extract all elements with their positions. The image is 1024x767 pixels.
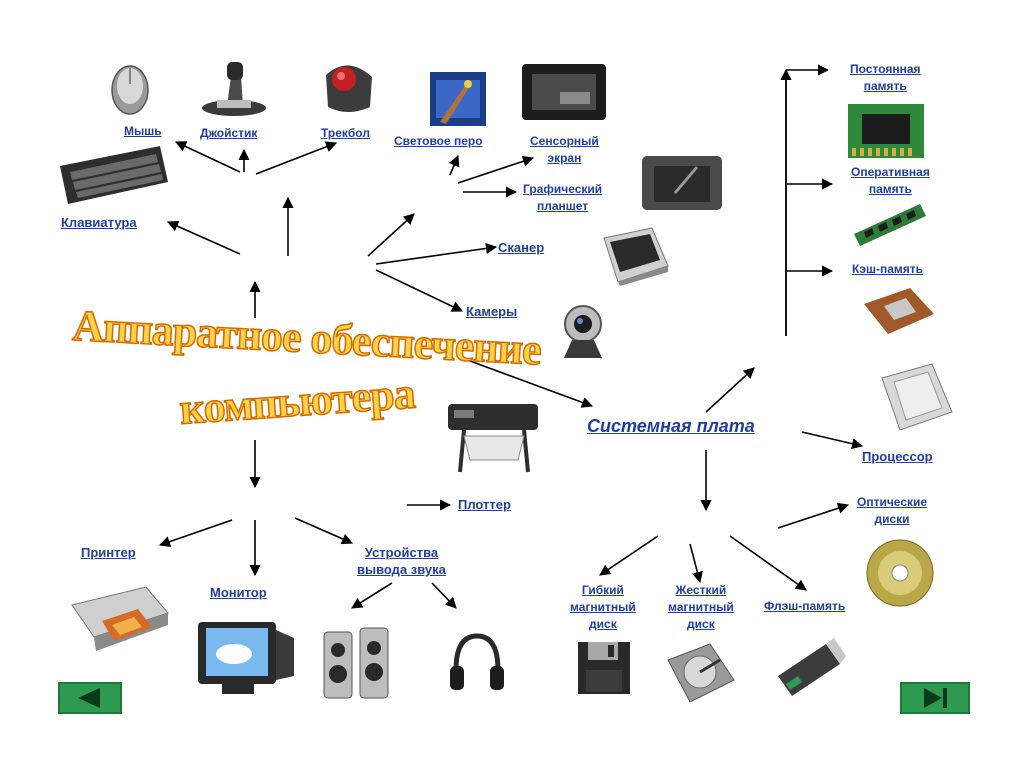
label-touch-screen-line1: Сенсорный (530, 134, 599, 148)
label-floppy-disk[interactable]: Гибкий магнитный диск (570, 582, 636, 633)
optical-disc-image (862, 538, 938, 608)
mouse-image (104, 60, 156, 116)
flash-drive-image (768, 626, 850, 706)
label-hard-disk-line2: магнитный (668, 600, 734, 614)
label-rom[interactable]: Постоянная память (850, 61, 921, 95)
label-keyboard[interactable]: Клавиатура (61, 215, 137, 230)
prev-slide-button[interactable] (58, 682, 122, 714)
label-joystick[interactable]: Джойстик (200, 126, 258, 140)
scanner-image (596, 224, 672, 288)
label-processor[interactable]: Процессор (862, 449, 933, 464)
label-cache[interactable]: Кэш-память (852, 262, 924, 276)
label-hard-disk-line3: диск (687, 617, 715, 631)
label-ram[interactable]: Оперативная память (851, 164, 930, 198)
light-pen-image (430, 72, 486, 126)
webcam-image (552, 300, 614, 364)
joystick-image (197, 56, 271, 118)
label-graphic-tablet-line2: планшет (536, 199, 589, 213)
label-optical-discs-line1: Оптические (857, 495, 928, 509)
label-graphic-tablet[interactable]: Графический планшет (523, 181, 602, 215)
touch-screen-image (520, 62, 608, 122)
label-floppy-disk-line3: диск (589, 617, 617, 631)
trackball-image (318, 55, 378, 119)
label-optical-discs[interactable]: Оптические диски (857, 494, 927, 528)
next-slide-button[interactable] (900, 682, 970, 714)
headphones-image (448, 630, 506, 702)
label-motherboard[interactable]: Системная плата (587, 416, 755, 436)
label-scanner[interactable]: Сканер (498, 240, 545, 255)
label-plotter[interactable]: Плоттер (458, 497, 511, 512)
label-graphic-tablet-line1: Графический (523, 182, 603, 196)
speakers-image (320, 626, 392, 702)
label-trackball[interactable]: Трекбол (321, 126, 370, 140)
floppy-disk-image (576, 640, 632, 696)
label-hard-disk-line1: Жесткий (675, 583, 727, 597)
triangle-left-icon (78, 688, 100, 708)
label-cameras[interactable]: Камеры (466, 304, 518, 319)
label-rom-line2: память (863, 79, 907, 93)
label-ram-line2: память (868, 182, 912, 196)
monitor-image (188, 616, 304, 704)
rom-chip-image (848, 104, 924, 158)
cache-chip-image (858, 284, 938, 340)
label-rom-line1: Постоянная (850, 62, 921, 76)
label-mouse[interactable]: Мышь (124, 124, 162, 138)
processor-image (876, 360, 956, 434)
label-monitor[interactable]: Монитор (210, 585, 267, 600)
skip-forward-icon (924, 688, 947, 708)
label-optical-discs-line2: диски (874, 512, 910, 526)
label-light-pen[interactable]: Световое перо (394, 134, 483, 148)
graphic-tablet-image (640, 152, 724, 214)
label-touch-screen[interactable]: Сенсорный экран (530, 133, 599, 167)
label-floppy-disk-line2: магнитный (570, 600, 636, 614)
label-printer[interactable]: Принтер (81, 545, 136, 560)
label-flash-memory[interactable]: Флэш-память (764, 599, 846, 613)
label-sound-devices[interactable]: Устройства вывода звука (357, 544, 446, 578)
keyboard-image (56, 142, 170, 208)
label-floppy-disk-line1: Гибкий (581, 583, 624, 597)
plotter-image (440, 398, 546, 478)
label-ram-line1: Оперативная (851, 165, 930, 179)
label-touch-screen-line2: экран (547, 151, 582, 165)
printer-image (66, 577, 174, 657)
label-sound-devices-line2: вывода звука (357, 562, 446, 577)
label-sound-devices-line1: Устройства (364, 545, 439, 560)
ram-module-image (850, 198, 930, 250)
hard-disk-image (664, 640, 736, 706)
label-hard-disk[interactable]: Жесткий магнитный диск (668, 582, 734, 633)
